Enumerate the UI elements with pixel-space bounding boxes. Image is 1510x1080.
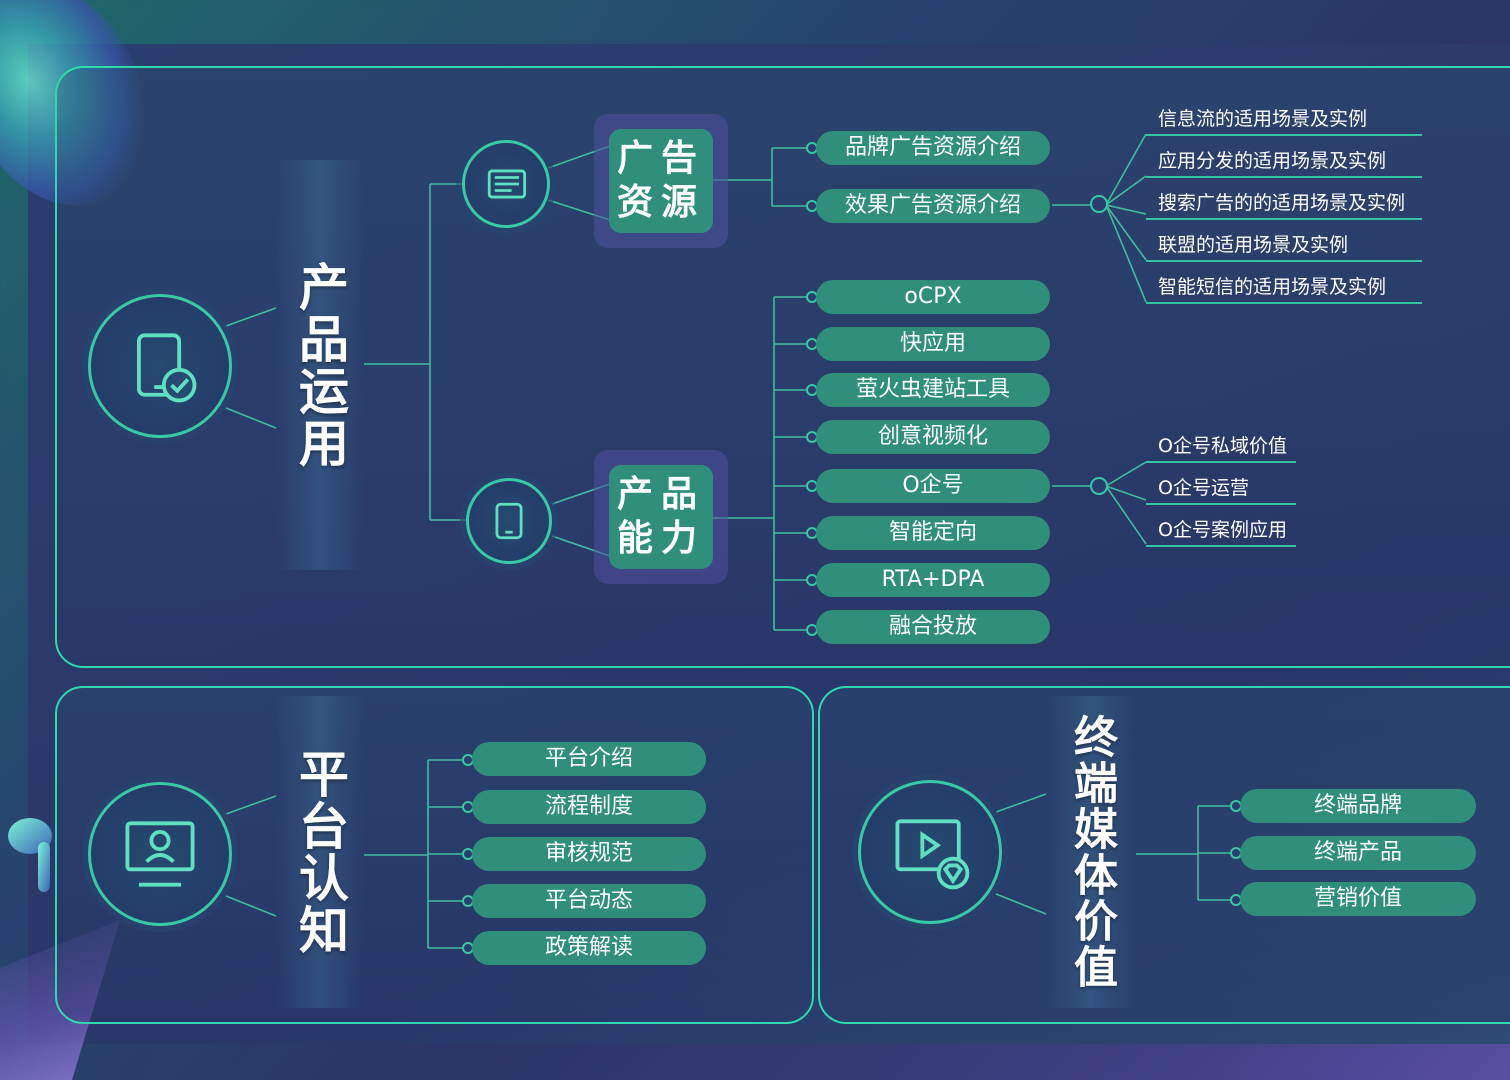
pill-oqh: O企号	[816, 469, 1050, 503]
pill-terminal-product: 终端产品	[1240, 836, 1476, 870]
product-title: 产品运用	[291, 261, 349, 469]
leaf-oqh-private: O企号私域价值	[1146, 431, 1296, 463]
tablet-check-icon	[88, 294, 232, 438]
terminal-title-box: 终端媒体价值	[1046, 696, 1136, 1008]
pill-platform-intro: 平台介绍	[472, 742, 706, 776]
pill-creative-video: 创意视频化	[816, 420, 1050, 454]
tile-capability: 产品能力	[594, 450, 728, 584]
tablet-icon	[466, 478, 552, 564]
leaf-oqh-case: O企号案例应用	[1146, 515, 1296, 547]
monitor-profile-icon	[88, 782, 232, 926]
terminal-title: 终端媒体价值	[1066, 714, 1117, 990]
pill-rta-dpa: RTA+DPA	[816, 563, 1050, 597]
tile-capability-label: 产品能力	[609, 465, 713, 569]
platform-title-box: 平台认知	[276, 696, 364, 1008]
leaf-union: 联盟的适用场景及实例	[1146, 230, 1422, 262]
pill-brand-ad: 品牌广告资源介绍	[816, 131, 1050, 165]
pill-site-builder: 萤火虫建站工具	[816, 373, 1050, 407]
pill-policy: 政策解读	[472, 931, 706, 965]
pill-terminal-brand: 终端品牌	[1240, 789, 1476, 823]
leaf-feed: 信息流的适用场景及实例	[1146, 104, 1422, 136]
leaf-oqh-operation: O企号运营	[1146, 473, 1296, 505]
pill-fusion: 融合投放	[816, 610, 1050, 644]
pill-platform-news: 平台动态	[472, 884, 706, 918]
pill-smart-targeting: 智能定向	[816, 516, 1050, 550]
pill-ocpx: oCPX	[816, 280, 1050, 314]
leaf-sms: 智能短信的适用场景及实例	[1146, 272, 1422, 304]
product-title-box: 产品运用	[276, 160, 364, 570]
earbud-decoration	[8, 818, 52, 892]
leaf-app-dist: 应用分发的适用场景及实例	[1146, 146, 1422, 178]
pill-review: 审核规范	[472, 837, 706, 871]
fan-node	[1090, 477, 1108, 495]
pill-marketing-value: 营销价值	[1240, 882, 1476, 916]
background	[28, 44, 1510, 1044]
panel-product	[55, 66, 1510, 668]
video-diamond-icon	[858, 780, 1002, 924]
newspaper-icon	[462, 140, 550, 228]
platform-title: 平台认知	[291, 748, 349, 956]
tile-ad-resources: 广告资源	[594, 114, 728, 248]
tile-ad-resources-label: 广告资源	[609, 129, 713, 233]
pill-effect-ad: 效果广告资源介绍	[816, 189, 1050, 223]
pill-quick-app: 快应用	[816, 327, 1050, 361]
leaf-search: 搜索广告的的适用场景及实例	[1146, 188, 1422, 220]
pill-process: 流程制度	[472, 790, 706, 824]
fan-node	[1090, 195, 1108, 213]
